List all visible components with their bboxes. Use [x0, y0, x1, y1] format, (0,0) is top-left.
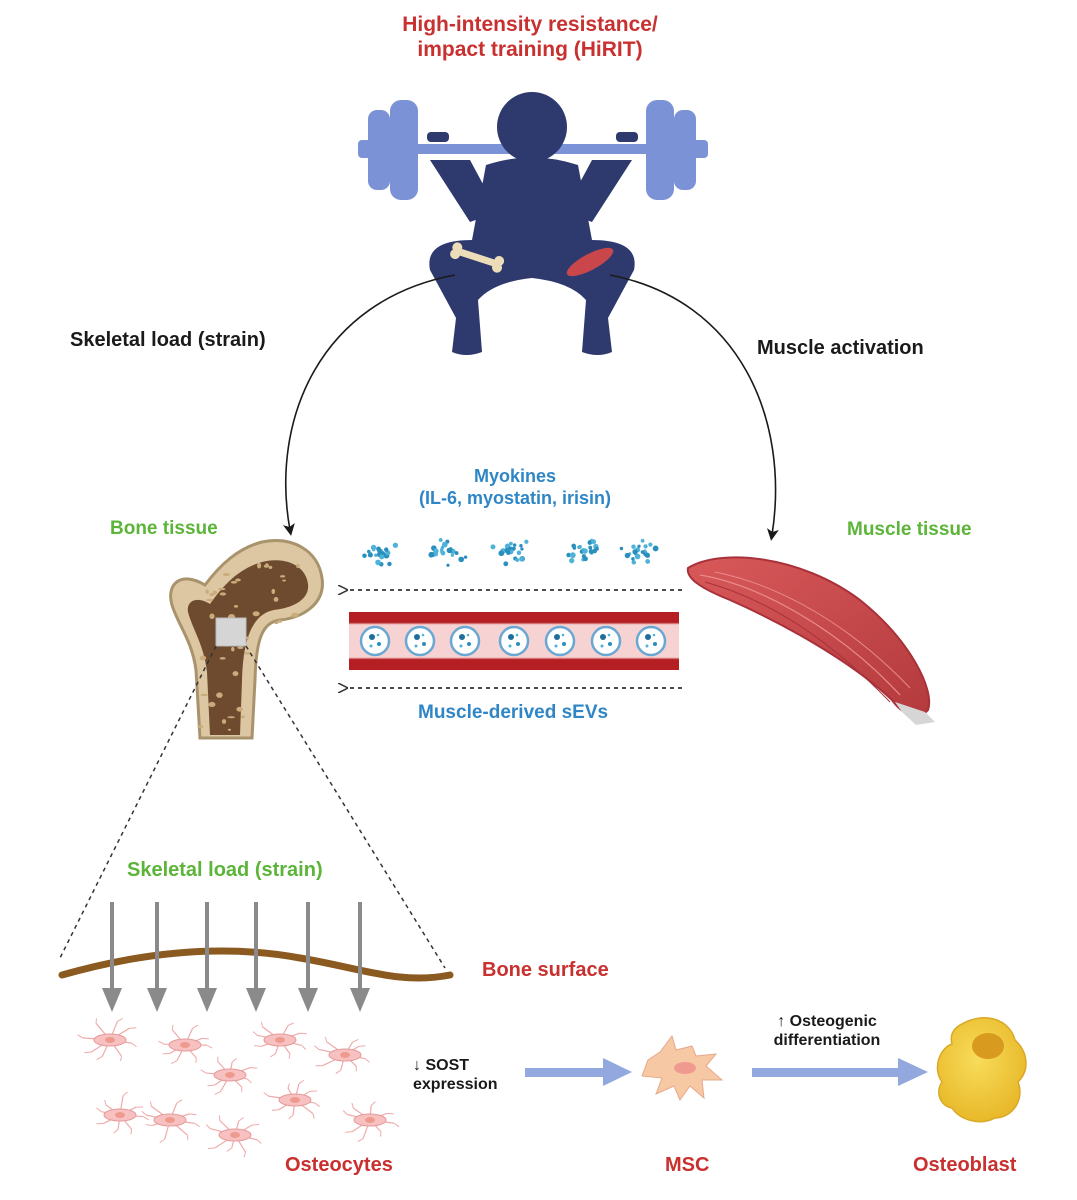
osteogenic-label: ↑ Osteogenic differentiation [752, 1012, 902, 1050]
osteocytes-label: Osteocytes [285, 1154, 393, 1176]
osteocyte-network [77, 1017, 400, 1158]
muscle-icon [686, 556, 935, 725]
osteo-line-2: differentiation [773, 1032, 881, 1050]
bone-tissue-label: Bone tissue [110, 518, 218, 539]
zoom-line-left [59, 645, 217, 959]
bone-surface-label: Bone surface [482, 959, 609, 981]
load-arrows [102, 902, 370, 1012]
title: High-intensity resistance/ impact traini… [330, 12, 730, 62]
myokines-line-1: Myokines [473, 466, 557, 486]
zoom-load-label: Skeletal load (strain) [127, 859, 323, 881]
up-arrow-icon: ↑ [777, 1013, 786, 1030]
osteo-line-1: Osteogenic [789, 1013, 877, 1030]
muscle-tissue-label: Muscle tissue [847, 519, 972, 540]
title-line-1: High-intensity resistance/ [402, 13, 658, 36]
title-line-2: impact training (HiRIT) [417, 38, 643, 62]
skeletal-load-label: Skeletal load (strain) [70, 329, 266, 351]
flow-arrow-to-osteoblast [752, 1058, 928, 1086]
sost-line-2: expression [413, 1076, 498, 1094]
weightlifter-icon [358, 92, 708, 355]
zoom-line-right [245, 645, 446, 969]
bone-zoom-region [215, 617, 247, 647]
bone-surface-line [58, 947, 454, 982]
skeletal-load-arrow [283, 274, 456, 536]
sevs-label: Muscle-derived sEVs [418, 702, 609, 723]
myokine-dots [362, 538, 659, 567]
femur-icon [169, 539, 324, 740]
sev-vesicles [359, 625, 667, 657]
msc-cell-icon [641, 1034, 724, 1102]
myokines-line-2: (IL-6, myostatin, irisin) [418, 487, 612, 508]
sost-line-1: SOST [425, 1057, 470, 1074]
myokines-label: Myokines (IL-6, myostatin, irisin) [380, 466, 650, 509]
muscle-activation-label: Muscle activation [757, 337, 924, 359]
down-arrow-icon: ↓ [413, 1057, 421, 1074]
sost-label: ↓ SOST expression [413, 1056, 497, 1094]
osteoblast-icon [936, 1017, 1027, 1123]
flow-arrow-to-msc [525, 1058, 632, 1086]
muscle-activation-arrow [609, 274, 779, 541]
osteoblast-label: Osteoblast [913, 1154, 1017, 1176]
msc-label: MSC [665, 1154, 710, 1176]
